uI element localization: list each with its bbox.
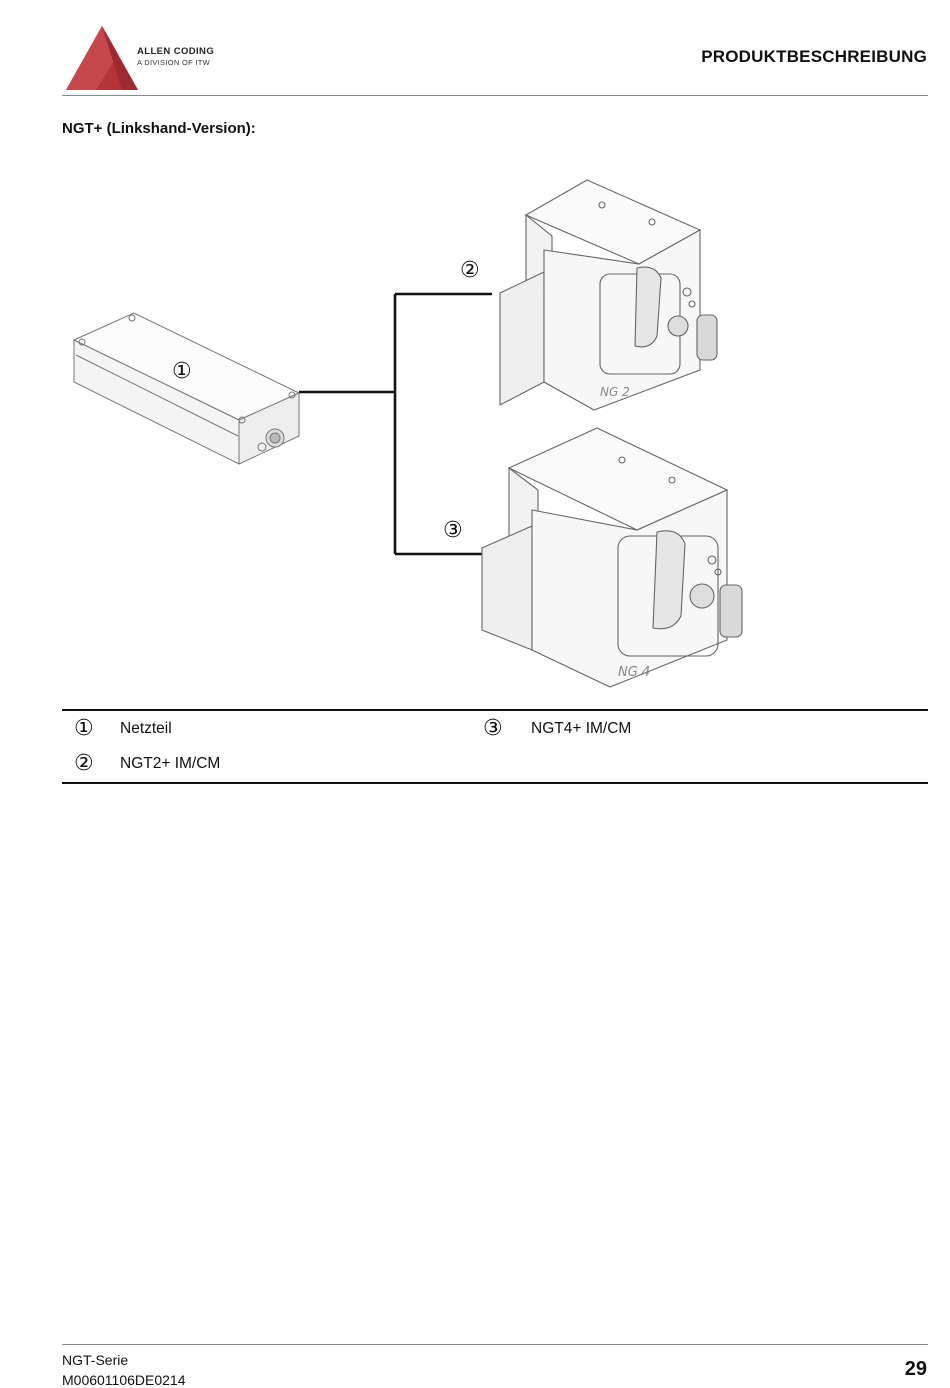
brand-name: ALLEN CODING [137, 46, 215, 57]
page-number: 29 [904, 1358, 927, 1380]
legend-num-2: ② [74, 750, 94, 775]
connection-lines [299, 292, 492, 556]
legend-label-ngt2: NGT2+ IM/CM [120, 755, 221, 772]
footer-divider [62, 1344, 928, 1345]
page-header-title: PRODUKTBESCHREIBUNG [701, 47, 927, 66]
allen-coding-logo [66, 26, 138, 90]
ngt4-unit-drawing: NG 4 [481, 427, 743, 688]
legend-label-netzteil: Netzteil [120, 720, 172, 737]
callout-3: ③ [443, 518, 463, 543]
ngt2-unit-label: NG 2 [600, 385, 630, 399]
legend-num-3: ③ [483, 715, 503, 740]
power-supply-drawing [72, 312, 301, 465]
legend-label-ngt4: NGT4+ IM/CM [531, 720, 632, 737]
section-heading: NGT+ (Linkshand-Version): [62, 120, 256, 137]
legend-bottom-rule [62, 782, 928, 784]
callout-1: ① [172, 359, 192, 384]
footer-series: NGT-Serie [62, 1352, 129, 1368]
header-divider [62, 95, 928, 96]
ngt2-unit-drawing: NG 2 [499, 179, 718, 411]
footer-document-number: M00601106DE0214 [62, 1372, 186, 1388]
brand-subtitle: A DIVISION OF ITW [137, 58, 211, 67]
legend-top-rule [62, 709, 928, 711]
ngt4-unit-label: NG 4 [618, 665, 650, 680]
callout-2: ② [460, 258, 480, 283]
legend-num-1: ① [74, 715, 94, 740]
product-diagram: NG 2 NG 4 ① ② ③ [72, 179, 743, 688]
